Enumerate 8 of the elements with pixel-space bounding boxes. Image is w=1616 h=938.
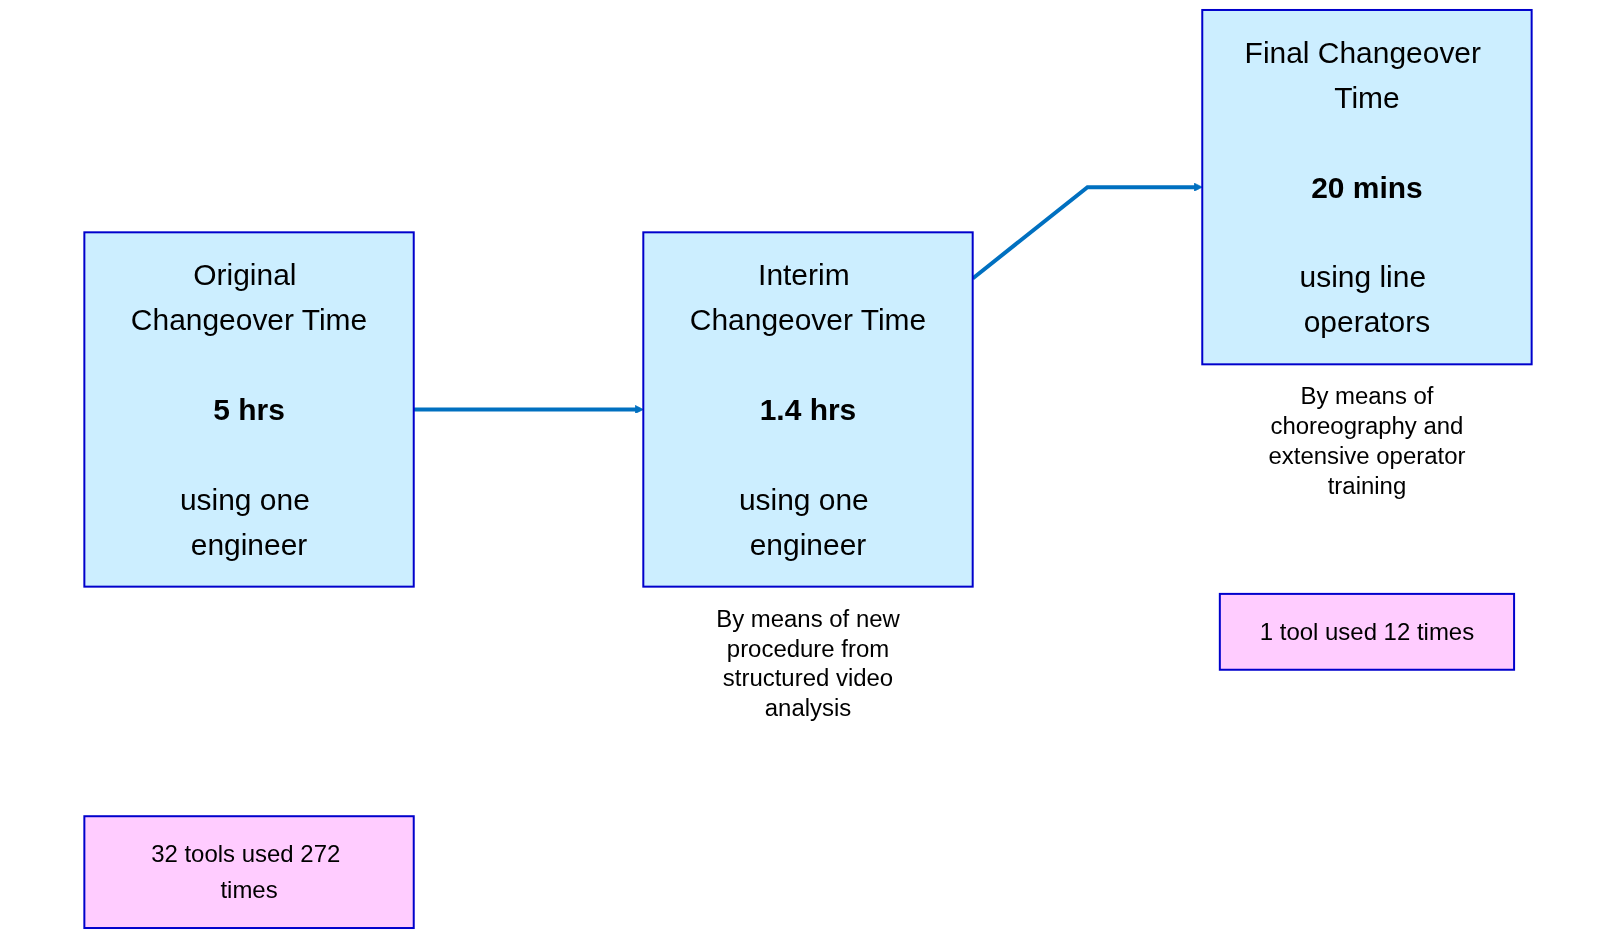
note-text: By means of new procedure from structured video analysis	[716, 604, 900, 722]
note-text: By means of choreography and extensive operator training	[1268, 382, 1466, 500]
node-box: Final Changeover Time 20 mins using line operators	[1201, 9, 1533, 366]
node-box: 32 tools used 272 times	[83, 815, 415, 929]
arrow	[413, 405, 644, 414]
node-box: Original Changeover Time 5 hrs using one engineer	[83, 231, 415, 588]
node-box: Interim Changeover Time 1.4 hrs using one engineer	[642, 231, 974, 588]
node-box: 1 tool used 12 times	[1218, 592, 1516, 671]
